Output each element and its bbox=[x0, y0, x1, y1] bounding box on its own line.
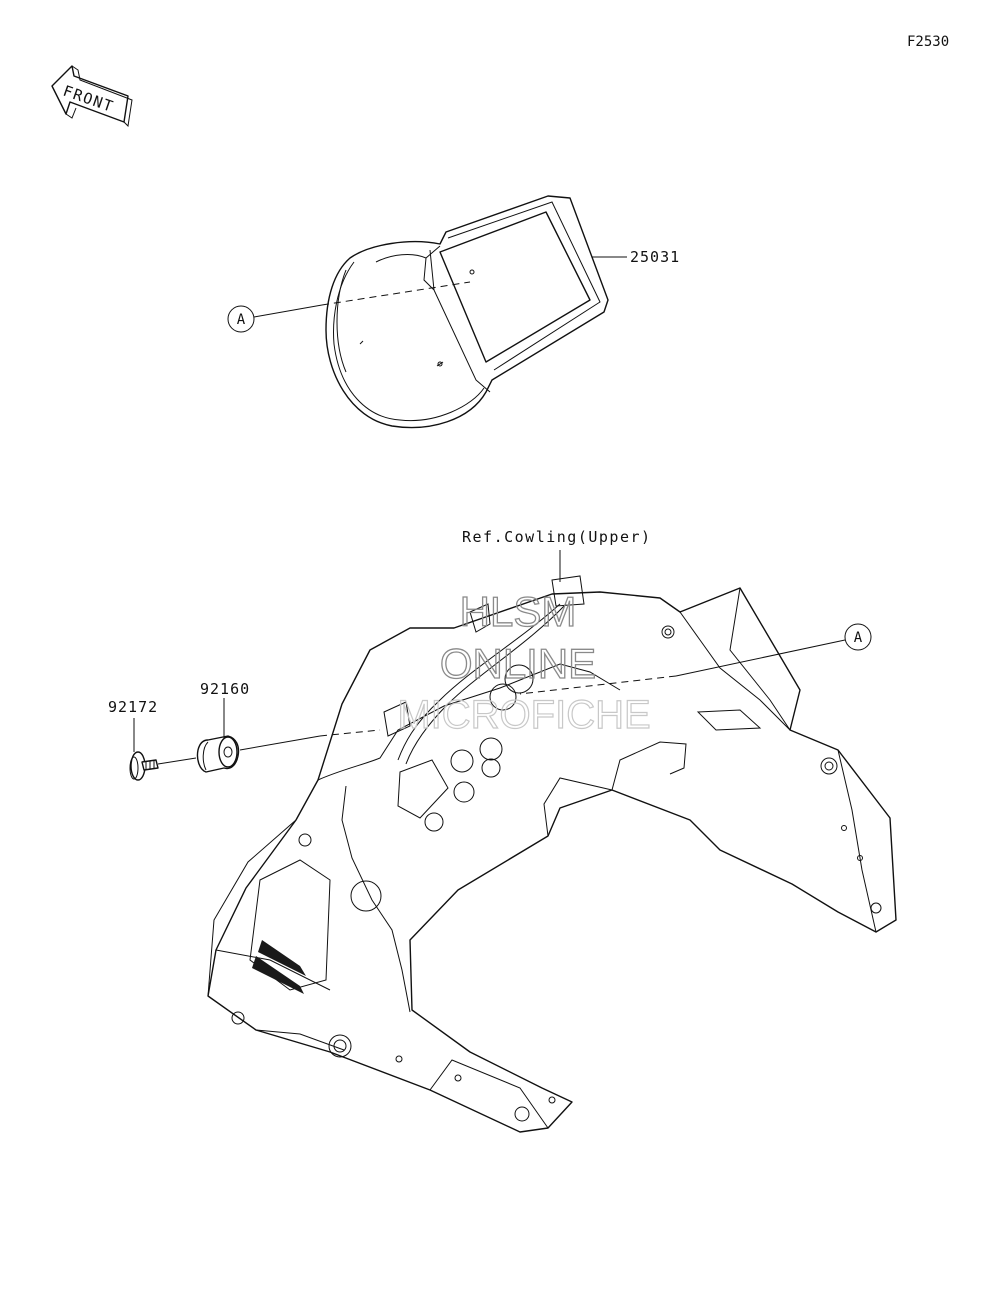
leader-92160-to-bracket bbox=[239, 735, 321, 751]
watermark-line-1: HLSM bbox=[460, 588, 577, 635]
watermark: HLSM ONLINE MICROFICHE bbox=[397, 587, 652, 737]
part-number-25031: 25031 bbox=[630, 248, 680, 266]
inner-cowling-bracket bbox=[207, 575, 897, 1133]
connector-a-lower-letter: A bbox=[854, 630, 863, 646]
part-number-92160: 92160 bbox=[200, 680, 250, 698]
connector-a-upper-letter: A bbox=[237, 312, 246, 328]
screw-92172 bbox=[129, 751, 159, 781]
figure-code: F2530 bbox=[907, 34, 949, 50]
leader-92172-to-grommet bbox=[157, 757, 197, 765]
meter-assembly bbox=[325, 195, 609, 429]
part-number-92172: 92172 bbox=[108, 698, 158, 716]
watermark-line-2: ONLINE bbox=[440, 640, 596, 687]
connector-a-upper: A bbox=[227, 281, 471, 333]
ref-cowling-upper-label: Ref.Cowling(Upper) bbox=[462, 528, 652, 546]
dash-92160 bbox=[319, 729, 381, 737]
grommet-92160 bbox=[196, 735, 240, 773]
connector-a-lower: A bbox=[519, 623, 872, 695]
watermark-line-3: MICROFICHE bbox=[397, 693, 650, 737]
front-direction-arrow-icon: FRONT bbox=[51, 65, 133, 128]
